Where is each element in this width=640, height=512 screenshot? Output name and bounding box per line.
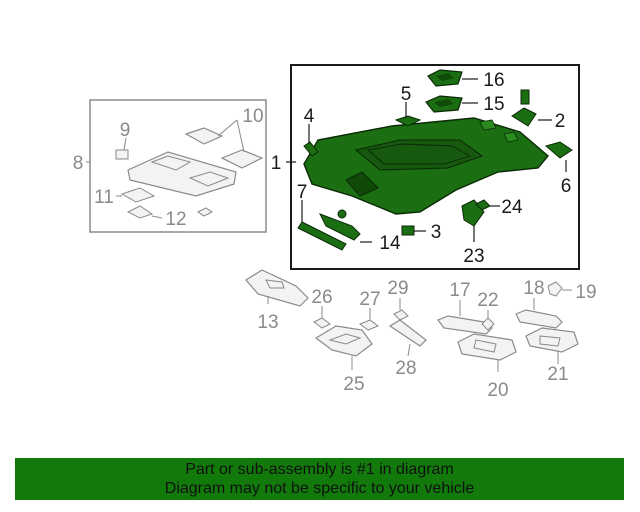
- callout-18: 18: [523, 278, 544, 299]
- callout-8: 8: [73, 153, 84, 174]
- lower-parts-group: [245, 269, 579, 372]
- callout-23: 23: [463, 246, 484, 267]
- callout-21: 21: [547, 364, 568, 385]
- callout-28: 28: [395, 358, 416, 379]
- notice-line-2: Diagram may not be specific to your vehi…: [164, 480, 475, 497]
- callout-7: 7: [297, 182, 308, 203]
- callout-16: 16: [483, 70, 504, 91]
- callout-10: 10: [242, 106, 263, 127]
- callout-24: 24: [501, 197, 523, 218]
- callout-22: 22: [477, 290, 498, 311]
- headliner-assembly-group: [286, 64, 580, 270]
- callout-1: 1: [271, 153, 282, 174]
- parts-diagram: 1 2 3 4 5 6 7 8 9 10 11 12 13 14 15 16 1…: [73, 64, 597, 401]
- callout-26: 26: [311, 287, 332, 308]
- notice-banner: Part or sub-assembly is #1 in diagram Di…: [15, 458, 624, 500]
- callout-19: 19: [575, 282, 596, 303]
- callout-4: 4: [304, 106, 315, 127]
- callout-17: 17: [449, 280, 470, 301]
- sunroof-console-subassembly: [86, 99, 267, 233]
- callout-6: 6: [561, 176, 572, 197]
- callout-labels: 1 2 3 4 5 6 7 8 9 10 11 12 13 14 15 16 1…: [73, 70, 597, 401]
- callout-29: 29: [387, 278, 408, 299]
- callout-5: 5: [401, 84, 412, 105]
- notice-line-1: Part or sub-assembly is #1 in diagram: [185, 461, 454, 478]
- callout-15: 15: [483, 94, 504, 115]
- callout-25: 25: [343, 374, 364, 395]
- callout-12: 12: [165, 209, 186, 230]
- callout-9: 9: [120, 120, 131, 141]
- callout-11: 11: [94, 187, 114, 208]
- callout-14: 14: [379, 233, 401, 254]
- callout-27: 27: [359, 289, 380, 310]
- callout-13: 13: [257, 312, 278, 333]
- callout-2: 2: [555, 111, 566, 132]
- callout-3: 3: [431, 222, 442, 243]
- callout-20: 20: [487, 380, 508, 401]
